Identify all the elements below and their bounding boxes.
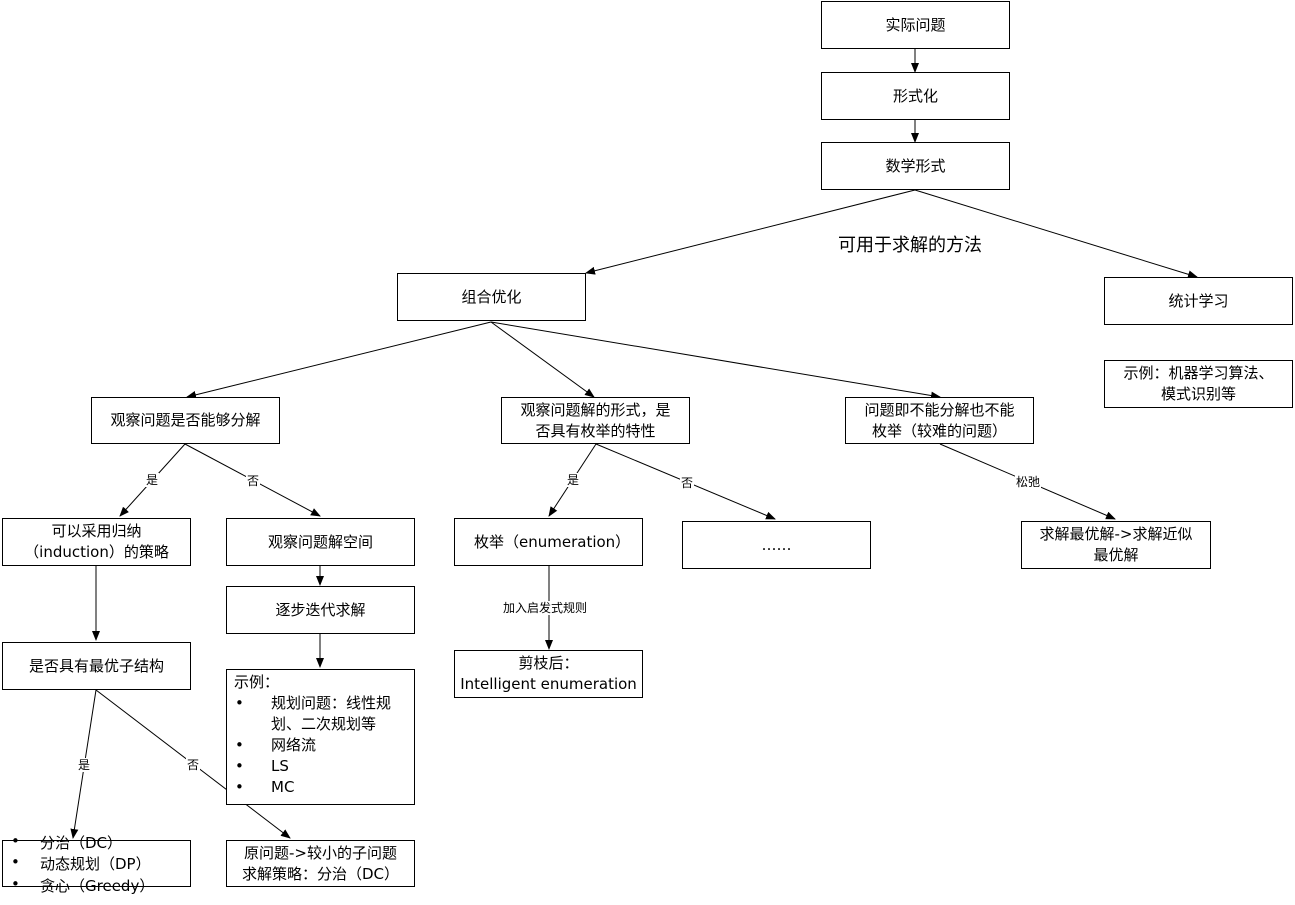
node-text-line: 可以采用归纳 — [51, 522, 142, 540]
list-item-text: 分治（DC） — [40, 834, 123, 852]
node-text-line: 剪枝后： — [518, 654, 579, 672]
node-stat-example: 示例：机器学习算法、 模式识别等 — [1104, 360, 1293, 408]
node-dc-subproblem: 原问题->较小的子问题 求解策略：分治（DC） — [226, 840, 415, 887]
edge-math-to-combinatorial — [585, 189, 916, 275]
node-practical-problem: 实际问题 — [821, 1, 1010, 49]
methods-title: 可用于求解的方法 — [838, 235, 982, 256]
edge-label-relax: 松弛 — [1015, 475, 1042, 489]
node-text-line: 求解最优解->求解近似 — [1039, 525, 1193, 543]
edge-label-yes-decompose: 是 — [145, 473, 160, 487]
edge-combinatorial-to-neither — [490, 321, 941, 400]
node-text: 统计学习 — [1168, 291, 1229, 310]
edge-label-yes-enumerate: 是 — [566, 473, 581, 487]
edge-math-to-statistical — [914, 189, 1198, 279]
node-text: 实际问题 — [885, 15, 946, 34]
node-text: 枚举（enumeration） — [474, 532, 631, 551]
node-math-form: 数学形式 — [821, 142, 1010, 190]
node-strategy-list: 分治（DC） 动态规划（DP） 贪心（Greedy） — [2, 832, 191, 895]
list-item-text: 网络流 — [271, 736, 317, 754]
node-enumerate-question: 观察问题解的形式，是 否具有枚举的特性 — [501, 397, 690, 444]
node-text: 观察问题解空间 — [267, 532, 373, 551]
node-text: 是否具有最优子结构 — [28, 656, 164, 675]
node-iter-example: 示例： 规划问题：线性规划、二次规划等 网络流 LS MC — [226, 669, 415, 805]
node-text: 形式化 — [892, 86, 938, 105]
edge-label-no-substructure: 否 — [186, 758, 201, 772]
list-item-text: 规划问题：线性规 — [271, 694, 392, 712]
node-text-line: 观察问题解的形式，是 — [520, 400, 671, 419]
node-text-line: 最优解 — [1093, 546, 1139, 564]
node-formalization: 形式化 — [821, 72, 1010, 120]
node-approx-optimal: 求解最优解->求解近似 最优解 — [1021, 521, 1211, 569]
node-pruned: 剪枝后： Intelligent enumeration — [454, 650, 643, 698]
node-text-line: 原问题->较小的子问题 — [244, 843, 397, 862]
iter-example-list: 规划问题：线性规划、二次规划等 网络流 LS MC — [234, 693, 408, 798]
list-item-text: 划、二次规划等 — [271, 715, 377, 733]
node-ellipsis: …… — [682, 521, 871, 569]
node-text-line: 否具有枚举的特性 — [535, 421, 656, 440]
node-text: 数学形式 — [885, 156, 946, 175]
edge-label-heuristic: 加入启发式规则 — [502, 601, 589, 615]
list-item-text: 动态规划（DP） — [40, 855, 151, 873]
node-optimal-substructure: 是否具有最优子结构 — [2, 642, 191, 690]
node-text: 观察问题是否能够分解 — [110, 411, 261, 429]
list-item: MC — [234, 777, 408, 798]
node-observe-solution-space: 观察问题解空间 — [226, 518, 415, 566]
node-combinatorial-optimization: 组合优化 — [397, 273, 586, 321]
list-item: 规划问题：线性规划、二次规划等 — [234, 693, 408, 735]
node-text-line: 求解策略：分治（DC） — [241, 864, 400, 883]
list-item-text: MC — [271, 778, 295, 796]
node-text-line: 问题即不能分解也不能 — [864, 400, 1015, 419]
list-item: LS — [234, 756, 408, 777]
iter-example-title: 示例： — [234, 673, 280, 691]
node-statistical-learning: 统计学习 — [1104, 277, 1293, 325]
edge-combinatorial-to-decompose — [186, 321, 492, 399]
node-text-line: Intelligent enumeration — [460, 675, 637, 693]
edge-label-yes-substructure: 是 — [77, 758, 92, 772]
node-iterative-solve: 逐步迭代求解 — [226, 586, 415, 634]
node-neither: 问题即不能分解也不能 枚举（较难的问题） — [845, 397, 1034, 444]
node-text: …… — [761, 535, 792, 554]
node-induction: 可以采用归纳 （induction）的策略 — [2, 518, 191, 566]
node-text: 组合优化 — [461, 287, 522, 306]
list-item-text: 贪心（Greedy） — [40, 877, 155, 895]
list-item: 网络流 — [234, 735, 408, 756]
node-text-line: （induction）的策略 — [24, 543, 169, 561]
edge-combinatorial-to-enumerate — [490, 321, 595, 398]
node-text-line: 模式识别等 — [1160, 385, 1236, 403]
node-text-line: 枚举（较难的问题） — [871, 421, 1007, 440]
list-item-text: LS — [271, 757, 289, 775]
node-enumeration: 枚举（enumeration） — [454, 518, 643, 566]
edge-label-no-enumerate: 否 — [680, 476, 695, 490]
node-text: 逐步迭代求解 — [275, 600, 366, 619]
node-decompose-question: 观察问题是否能够分解 — [91, 397, 280, 444]
edge-label-no-decompose: 否 — [246, 474, 261, 488]
node-text-line: 示例：机器学习算法、 — [1123, 364, 1274, 382]
